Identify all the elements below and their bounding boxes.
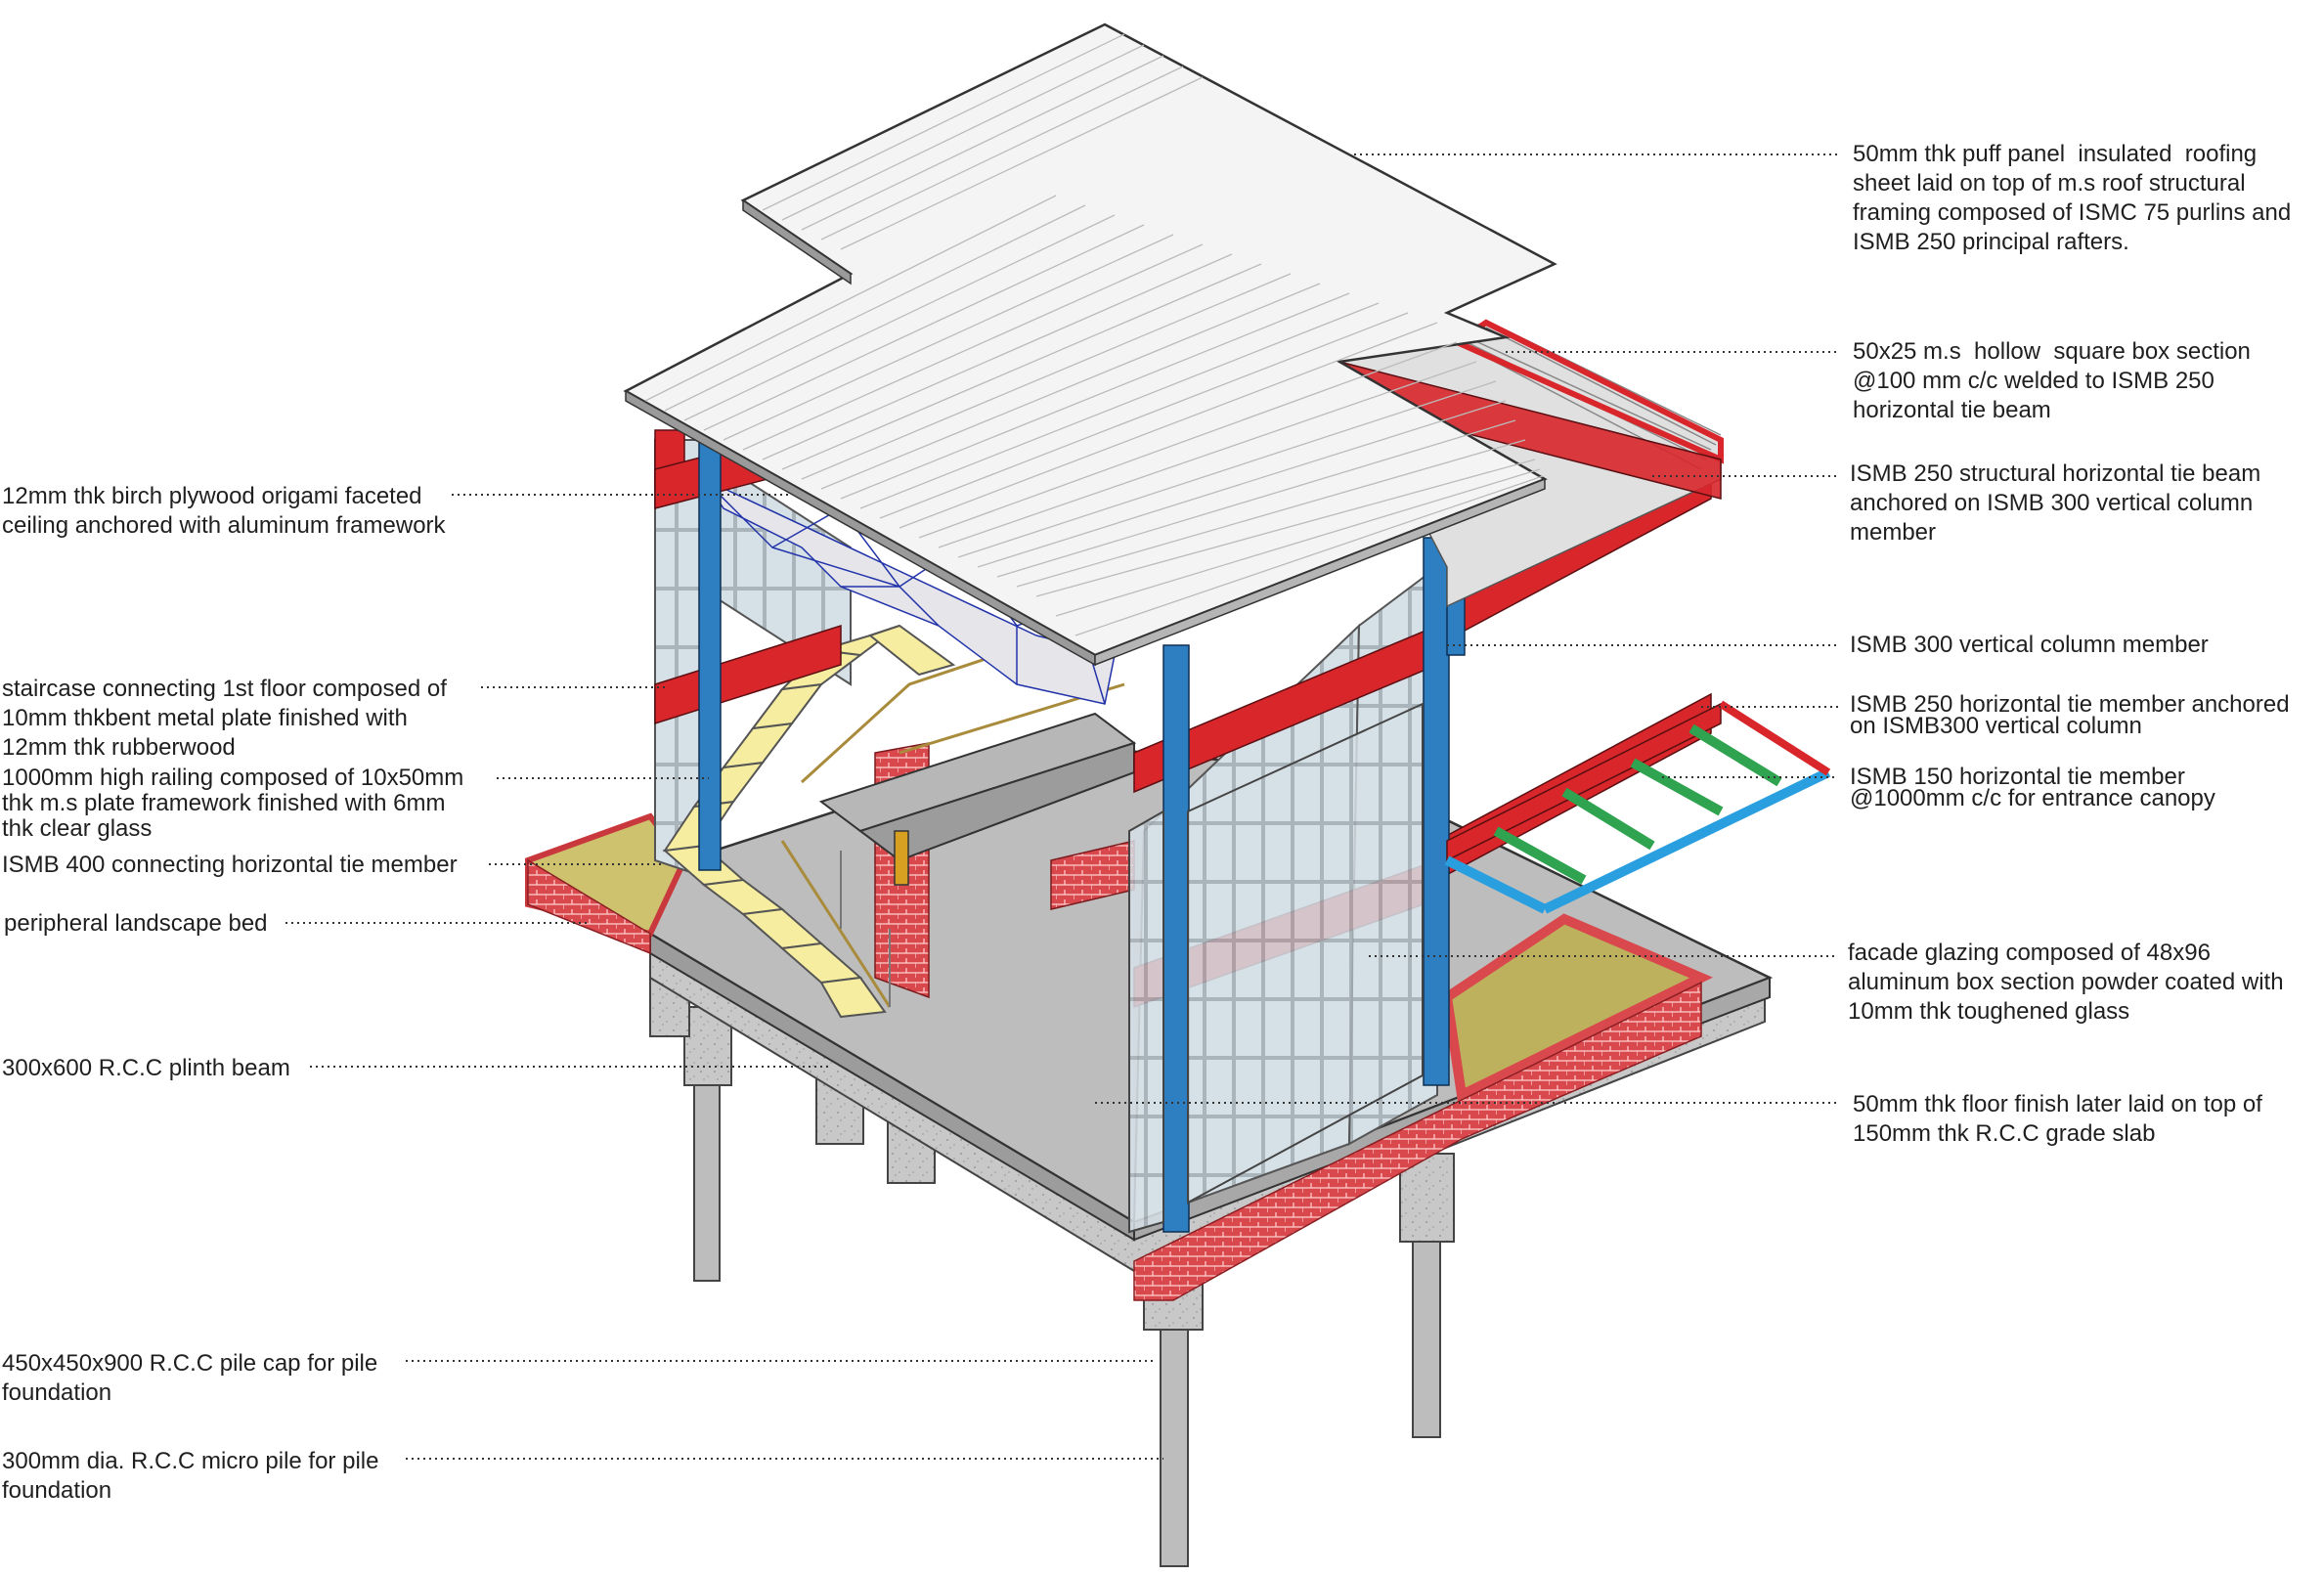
callout-ismb400: ISMB 400 connecting horizontal tie membe…	[2, 852, 458, 878]
landscape-bed-right	[1441, 913, 1713, 1103]
callout-pile-cap: 450x450x900 R.C.C pile cap for pile foun…	[2, 1350, 378, 1406]
column-front-left	[698, 439, 722, 871]
micro-pile	[1160, 1309, 1189, 1567]
callout-hollow-box: 50x25 m.s hollow square box section @100…	[1853, 338, 2251, 423]
callout-roof-panel: 50mm thk puff panel insulated roofing sh…	[1853, 141, 2292, 255]
entrance-canopy	[1444, 700, 1831, 914]
callout-landscape-bed: peripheral landscape bed	[4, 910, 268, 937]
column-front-right	[1423, 537, 1450, 1086]
facade-glazing	[1128, 702, 1424, 1234]
callout-plywood-ceiling: 12mm thk birch plywood origami faceted c…	[2, 483, 446, 539]
callout-plinth-beam: 300x600 R.C.C plinth beam	[2, 1055, 290, 1081]
callout-ismb250-beam: ISMB 250 structural horizontal tie beam …	[1850, 460, 2261, 546]
callout-staircase: staircase connecting 1st floor composed …	[2, 676, 447, 761]
callout-ismb250-tie: ISMB 250 horizontal tie member anchored …	[1850, 691, 2290, 739]
landscape-beds	[525, 812, 1713, 1301]
callout-floor-finish: 50mm thk floor finish later laid on top …	[1853, 1091, 2262, 1147]
roof	[623, 22, 1557, 667]
micro-pile	[693, 1055, 721, 1282]
callout-ismb300: ISMB 300 vertical column member	[1850, 632, 2209, 658]
callout-facade-glazing: facade glazing composed of 48x96 aluminu…	[1848, 940, 2284, 1025]
callout-railing: 1000mm high railing composed of 10x50mm …	[2, 765, 464, 842]
callout-micro-pile: 300mm dia. R.C.C micro pile for pile fou…	[2, 1448, 379, 1504]
leader-lines	[285, 153, 1838, 1460]
callout-ismb150: ISMB 150 horizontal tie member @1000mm c…	[1850, 764, 2215, 811]
column-front-mid	[1162, 644, 1190, 1233]
